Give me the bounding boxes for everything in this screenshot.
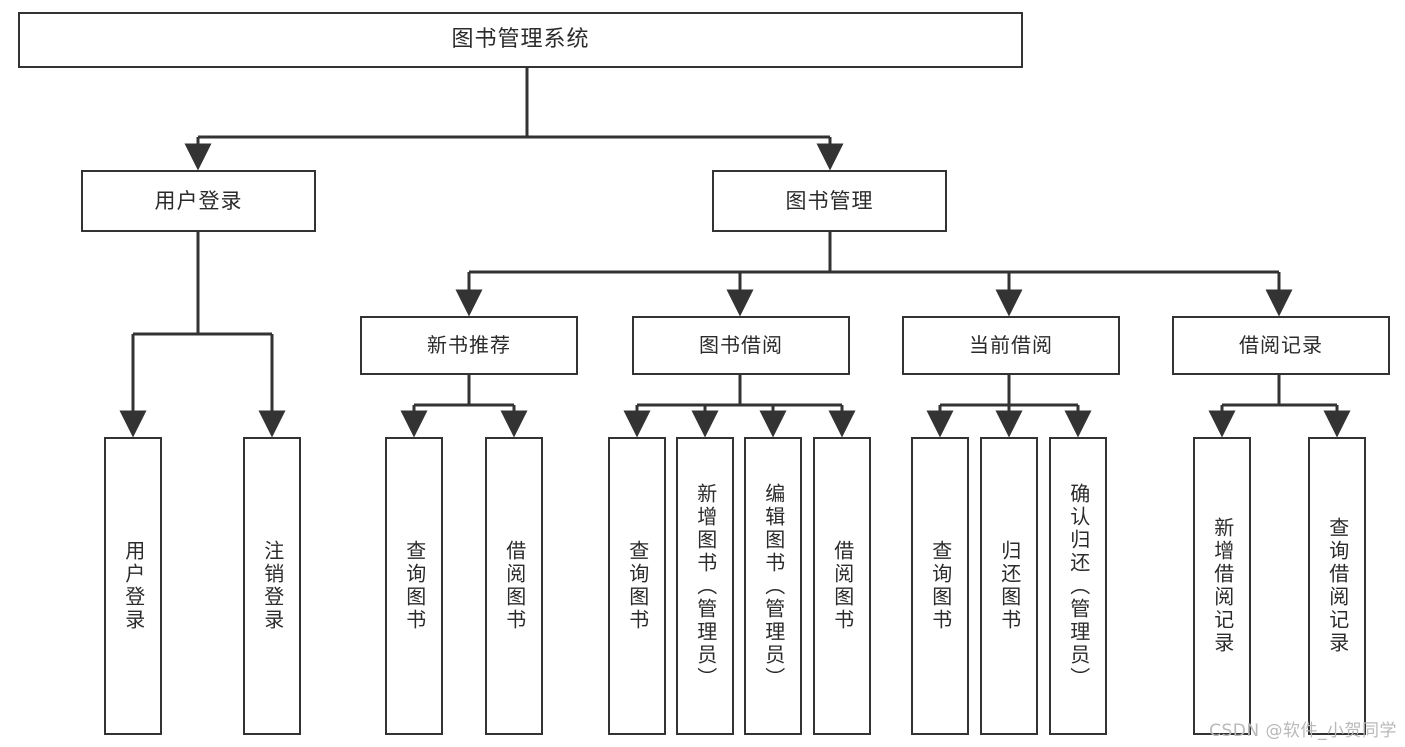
node-user-login-label: 用户登录 xyxy=(154,188,243,213)
node-leaf-borrow-book-2[interactable]: 借阅图书 xyxy=(813,437,871,735)
node-leaf-query-book-3[interactable]: 查询图书 xyxy=(911,437,969,735)
node-leaf-query-book-2[interactable]: 查询图书 xyxy=(608,437,666,735)
node-leaf-query-book-1[interactable]: 查询图书 xyxy=(385,437,443,735)
node-leaf-add-book-label: 新增图书（管理员） xyxy=(693,482,718,690)
node-leaf-borrow-book-1[interactable]: 借阅图书 xyxy=(485,437,543,735)
node-leaf-query-book-3-label: 查询图书 xyxy=(928,540,953,632)
node-book-manage[interactable]: 图书管理 xyxy=(712,170,947,232)
node-leaf-confirm-return-label: 确认归还（管理员） xyxy=(1066,482,1091,690)
node-leaf-return-book-label: 归还图书 xyxy=(997,540,1022,632)
node-current-borrow[interactable]: 当前借阅 xyxy=(902,316,1120,375)
node-root[interactable]: 图书管理系统 xyxy=(18,12,1023,68)
node-leaf-query-book-2-label: 查询图书 xyxy=(625,540,650,632)
node-new-book-recommend-label: 新书推荐 xyxy=(427,333,511,357)
node-book-manage-label: 图书管理 xyxy=(785,188,874,213)
node-leaf-add-book[interactable]: 新增图书（管理员） xyxy=(676,437,734,735)
node-new-book-recommend[interactable]: 新书推荐 xyxy=(360,316,578,375)
node-leaf-borrow-book-1-label: 借阅图书 xyxy=(502,540,527,632)
node-current-borrow-label: 当前借阅 xyxy=(969,333,1053,357)
node-leaf-user-logout[interactable]: 注销登录 xyxy=(243,437,301,735)
node-leaf-query-record[interactable]: 查询借阅记录 xyxy=(1308,437,1366,735)
node-leaf-query-book-1-label: 查询图书 xyxy=(402,540,427,632)
node-leaf-borrow-book-2-label: 借阅图书 xyxy=(830,540,855,632)
node-leaf-edit-book-label: 编辑图书（管理员） xyxy=(761,482,786,690)
node-leaf-add-record[interactable]: 新增借阅记录 xyxy=(1193,437,1251,735)
node-root-label: 图书管理系统 xyxy=(451,27,590,53)
node-leaf-user-login[interactable]: 用户登录 xyxy=(104,437,162,735)
node-leaf-add-record-label: 新增借阅记录 xyxy=(1210,517,1235,655)
node-leaf-return-book[interactable]: 归还图书 xyxy=(980,437,1038,735)
node-borrow-record-label: 借阅记录 xyxy=(1239,333,1323,357)
node-leaf-user-login-label: 用户登录 xyxy=(121,540,146,632)
node-user-login[interactable]: 用户登录 xyxy=(81,170,316,232)
node-leaf-edit-book[interactable]: 编辑图书（管理员） xyxy=(744,437,802,735)
node-book-borrow-label: 图书借阅 xyxy=(699,333,783,357)
node-leaf-query-record-label: 查询借阅记录 xyxy=(1325,517,1350,655)
csdn-watermark: CSDN @软件_小贺同学 xyxy=(1209,721,1397,741)
node-book-borrow[interactable]: 图书借阅 xyxy=(632,316,850,375)
node-leaf-user-logout-label: 注销登录 xyxy=(260,540,285,632)
node-leaf-confirm-return[interactable]: 确认归还（管理员） xyxy=(1049,437,1107,735)
node-borrow-record[interactable]: 借阅记录 xyxy=(1172,316,1390,375)
